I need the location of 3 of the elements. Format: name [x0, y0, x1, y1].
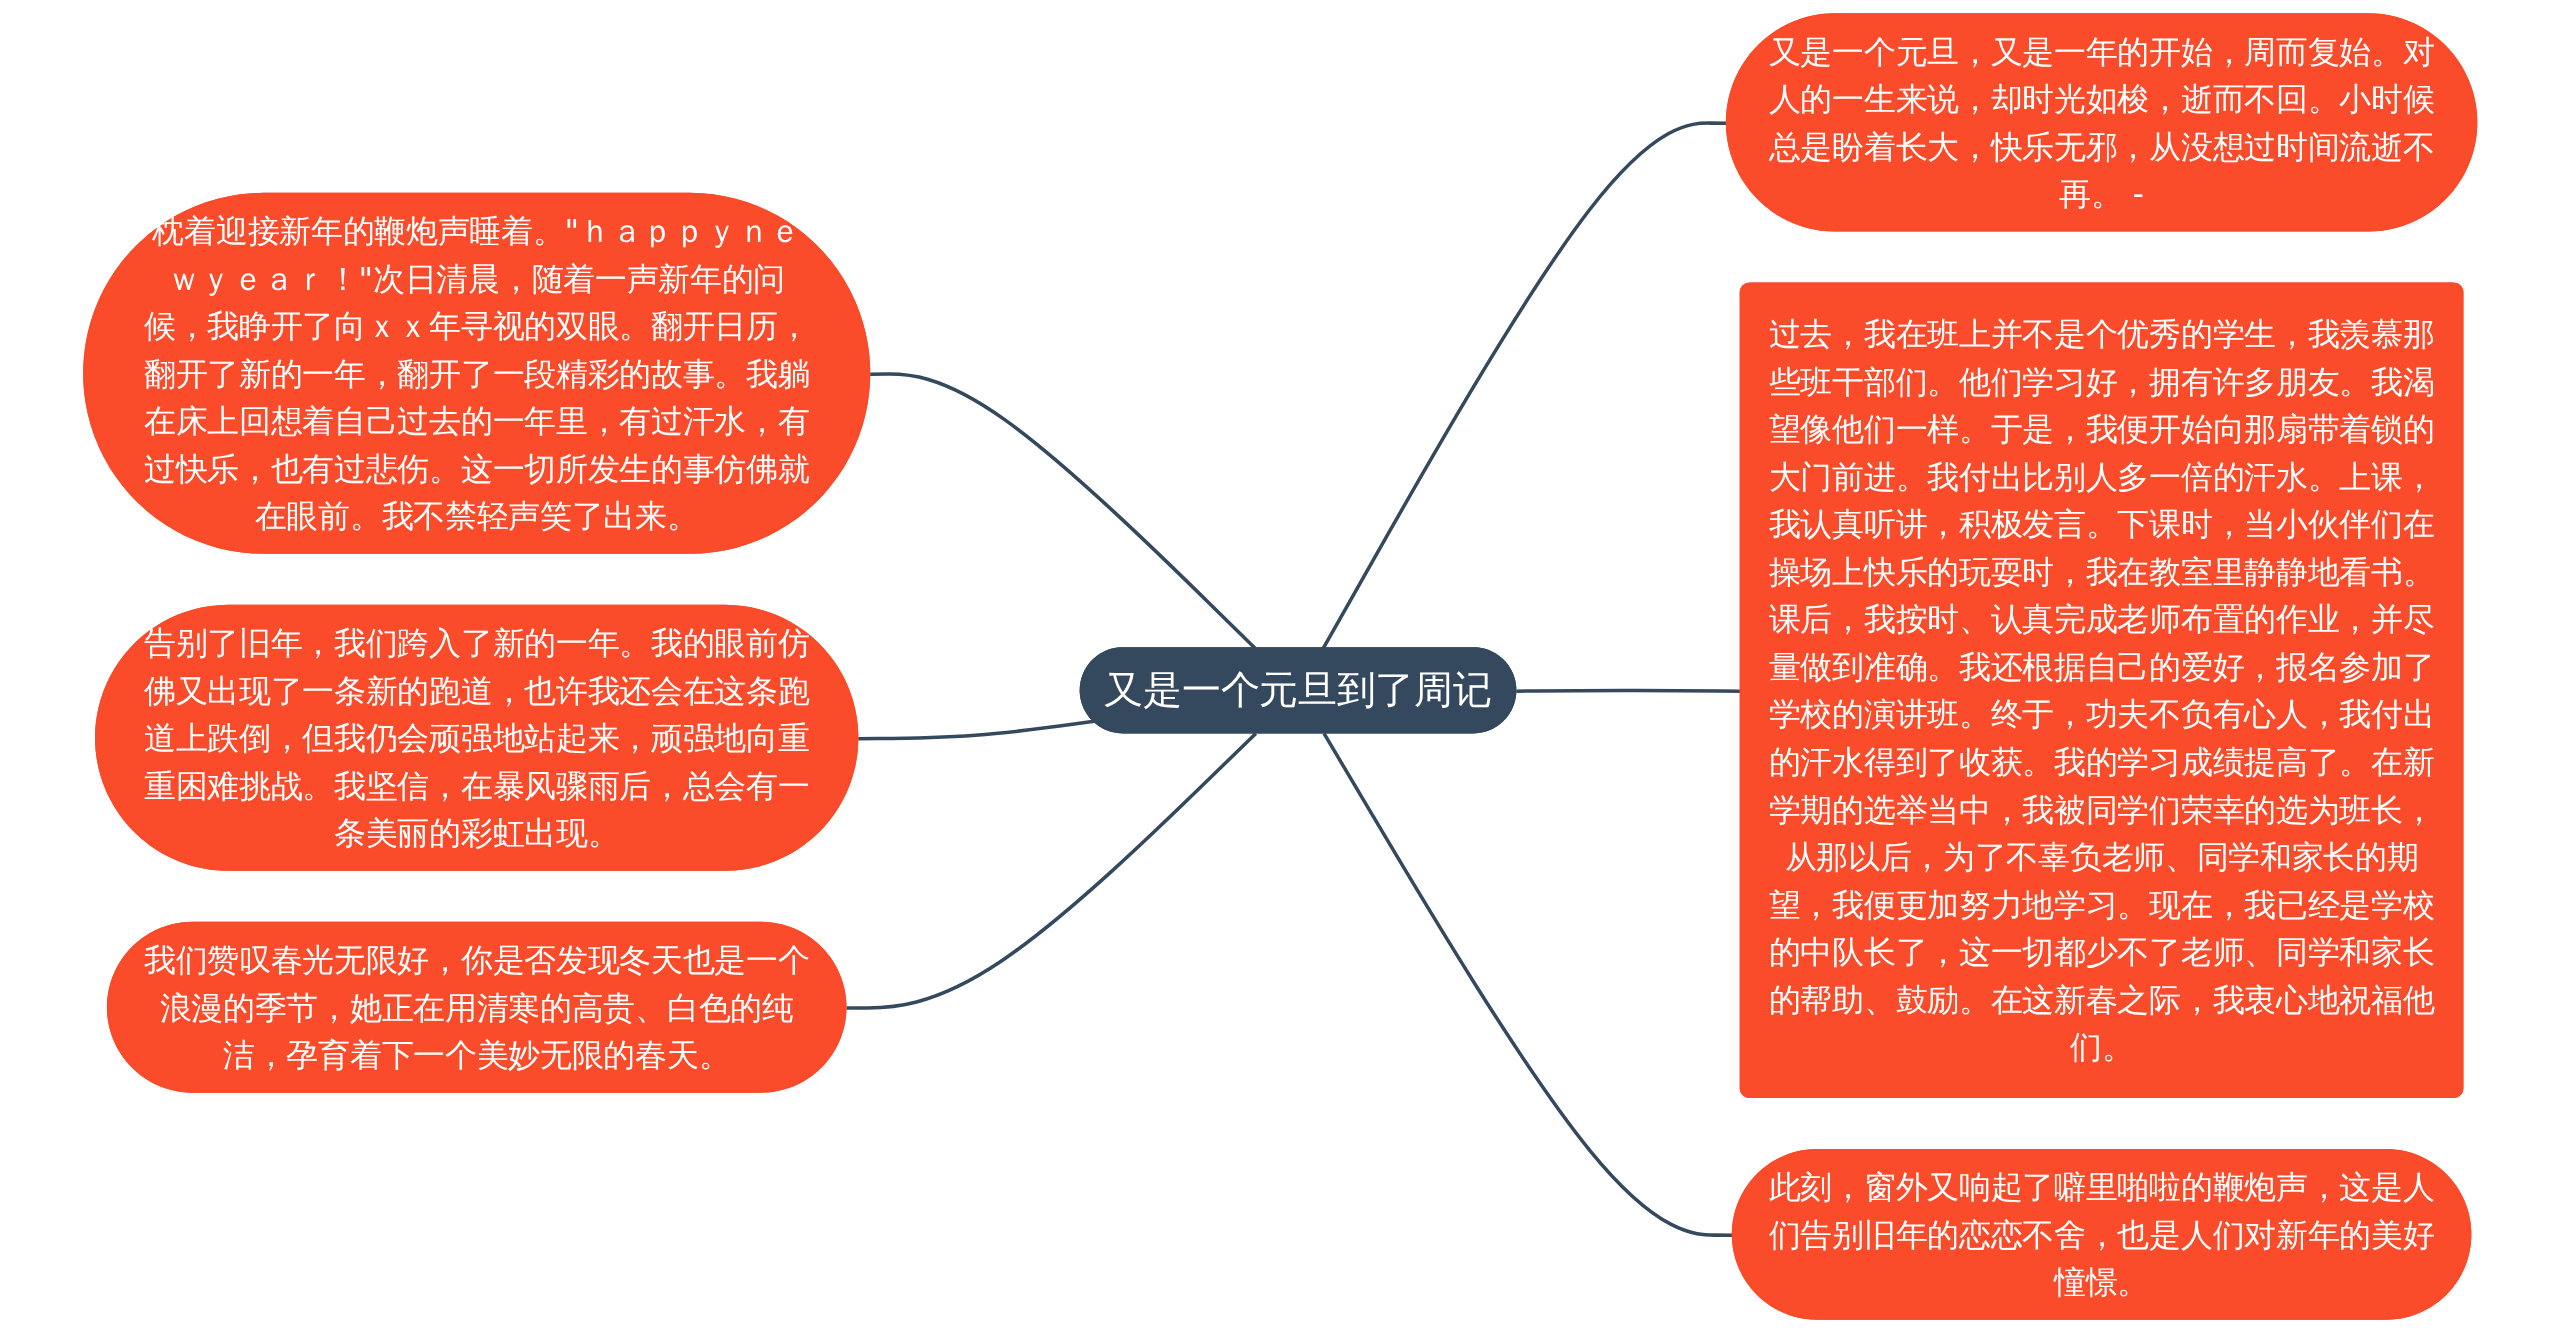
connector: [846, 732, 1257, 1010]
connector: [858, 719, 1095, 741]
connector: [1322, 732, 1734, 1238]
